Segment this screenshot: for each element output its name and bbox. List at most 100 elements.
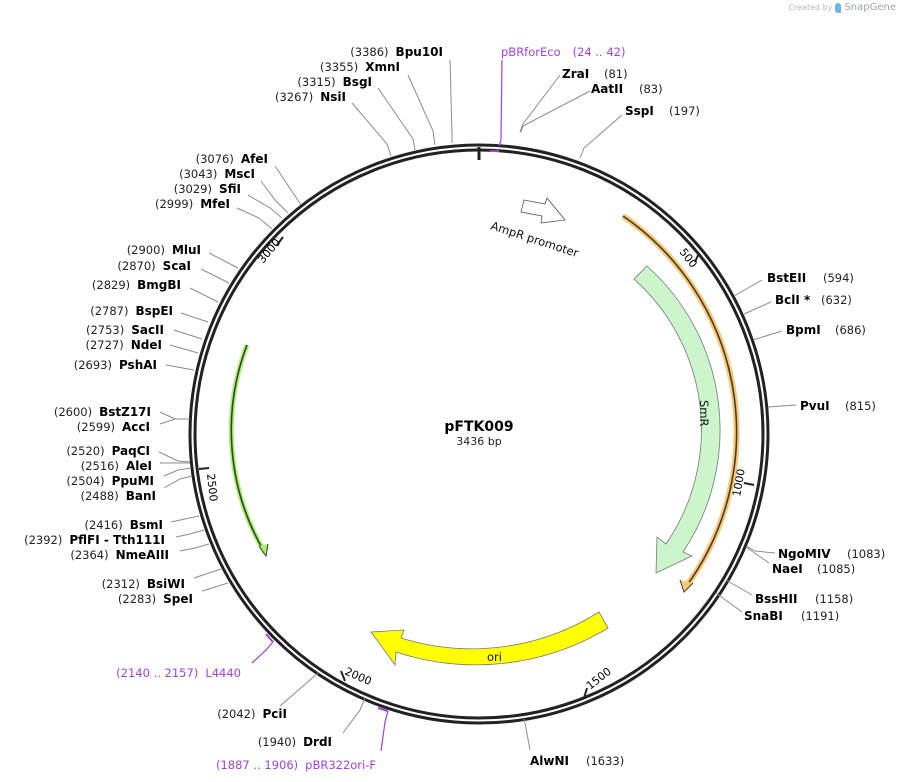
svg-text:(2600)BstZ17I: (2600)BstZ17I — [54, 405, 151, 419]
enzyme-bsiwi[interactable]: (2312)BsiWI — [102, 568, 222, 591]
enzyme-bsgi[interactable]: (3315)BsgI — [297, 75, 416, 151]
enzyme-msci[interactable]: (3043)MscI — [179, 167, 289, 214]
svg-text:BpmI: BpmI — [786, 323, 821, 337]
primer-l4440[interactable]: (2140 .. 2157)L4440 — [116, 633, 274, 680]
svg-text:AlwNI: AlwNI — [530, 754, 569, 768]
svg-text:(81): (81) — [604, 67, 628, 81]
ampr-promoter-label: AmpR promoter — [489, 219, 580, 261]
enzyme-xmni[interactable]: (3355)XmnI — [320, 60, 436, 146]
plasmid-name: pFTK009 — [444, 419, 513, 435]
enzyme-bmgbi[interactable]: (2829)BmgBI — [92, 278, 219, 303]
svg-text:(2599)AccI: (2599)AccI — [77, 420, 150, 434]
enzyme-ppumi[interactable]: (2504)PpuMI — [66, 467, 192, 488]
feature-ampr-promoter[interactable]: AmpR promoter — [489, 197, 581, 261]
enzyme-bsshii[interactable]: BssHII (1158) — [725, 579, 853, 606]
svg-text:(2727)NdeI: (2727)NdeI — [86, 338, 163, 352]
enzyme-alei[interactable]: (2516)AleI — [81, 459, 190, 473]
enzyme-bsmi[interactable]: (2416)BsmI — [84, 515, 200, 532]
enzyme-mfei[interactable]: (2999)MfeI — [155, 197, 273, 230]
feature-green-arc[interactable] — [228, 344, 269, 558]
enzyme-bspei[interactable]: (2787)BspEI — [90, 304, 209, 323]
svg-text:(2870)ScaI: (2870)ScaI — [117, 259, 191, 273]
tick-3000: 3000 — [255, 236, 284, 266]
snapgene-logo-icon — [835, 2, 842, 13]
enzyme-bcli[interactable]: BclI * (632) — [743, 293, 852, 315]
svg-text:(3386)Bpu10I: (3386)Bpu10I — [350, 45, 443, 59]
svg-text:(1085): (1085) — [817, 562, 855, 576]
feature-smr[interactable]: SmR — [633, 265, 721, 574]
enzyme-acci[interactable]: (2599)AccI — [77, 418, 190, 434]
svg-text:(2042)PciI: (2042)PciI — [217, 707, 287, 721]
svg-text:(3043)MscI: (3043)MscI — [179, 167, 255, 181]
enzyme-zrai[interactable]: ZraI (81) — [519, 67, 628, 133]
svg-text:AatII: AatII — [591, 82, 623, 96]
enzyme-bstz17i[interactable]: (2600)BstZ17I — [54, 405, 190, 420]
svg-text:(1940)DrdI: (1940)DrdI — [258, 735, 332, 749]
credit-brand: SnapGene — [844, 2, 896, 13]
plasmid-length: 3436 bp — [456, 435, 501, 448]
enzyme-drdi[interactable]: (1940)DrdI — [258, 697, 366, 749]
enzyme-pflfi-tth111i[interactable]: (2392)PflFI - Tth111I — [24, 529, 205, 547]
svg-text:(1633): (1633) — [586, 754, 624, 768]
svg-text:(2504)PpuMI: (2504)PpuMI — [66, 474, 154, 488]
svg-text:NaeI: NaeI — [772, 562, 803, 576]
svg-text:(3076)AfeI: (3076)AfeI — [196, 152, 268, 166]
feature-ori[interactable]: ori — [370, 611, 609, 667]
enzyme-bpmi[interactable]: BpmI (686) — [752, 323, 866, 341]
svg-text:PvuI: PvuI — [800, 399, 830, 413]
enzyme-snabi[interactable]: SnaBI (1191) — [715, 592, 839, 623]
enzyme-bani[interactable]: (2488)BanI — [80, 475, 193, 503]
svg-text:(2364)NmeAIII: (2364)NmeAIII — [70, 548, 169, 562]
svg-text:(2283)SpeI: (2283)SpeI — [118, 592, 193, 606]
svg-text:(686): (686) — [835, 323, 866, 337]
enzyme-sacii[interactable]: (2753)SacII — [86, 323, 203, 340]
svg-text:2500: 2500 — [204, 473, 220, 502]
enzyme-ngomiv[interactable]: NgoMIV (1083) — [745, 545, 885, 561]
svg-text:pBRforEco(24 .. 42): pBRforEco(24 .. 42) — [501, 45, 626, 59]
enzyme-spei[interactable]: (2283)SpeI — [118, 582, 229, 606]
enzyme-sspi[interactable]: SspI (197) — [579, 104, 700, 159]
enzyme-paqci[interactable]: (2520)PaqCI — [66, 444, 191, 463]
enzyme-mlui[interactable]: (2900)MluI — [127, 243, 239, 269]
svg-text:(2516)AleI: (2516)AleI — [81, 459, 152, 473]
enzyme-nmeaiii[interactable]: (2364)NmeAIII — [70, 543, 210, 562]
snapgene-credit: Created by SnapGene — [788, 2, 896, 13]
enzyme-alwni[interactable]: AlwNI (1633) — [523, 718, 624, 768]
svg-text:(3355)XmnI: (3355)XmnI — [320, 60, 400, 74]
svg-text:(2787)BspEI: (2787)BspEI — [90, 304, 173, 318]
credit-prefix: Created by — [788, 3, 833, 12]
enzyme-scai[interactable]: (2870)ScaI — [117, 259, 230, 284]
svg-text:(2829)BmgBI: (2829)BmgBI — [92, 278, 181, 292]
enzyme-pcii[interactable]: (2042)PciI — [217, 672, 319, 721]
enzyme-ndei[interactable]: (2727)NdeI — [86, 338, 199, 354]
svg-text:1500: 1500 — [584, 665, 614, 692]
enzyme-pshai[interactable]: (2693)PshAI — [74, 358, 195, 372]
ori-label: ori — [487, 650, 502, 664]
svg-text:(1887 .. 1906)pBR322ori-F: (1887 .. 1906)pBR322ori-F — [216, 758, 376, 772]
feature-orange-arc[interactable] — [621, 213, 740, 593]
svg-text:(2900)MluI: (2900)MluI — [127, 243, 201, 257]
svg-text:(3315)BsgI: (3315)BsgI — [297, 75, 372, 89]
primer-pbrforeco[interactable]: pBRforEco(24 .. 42) — [490, 45, 626, 152]
svg-text:(3267)NsiI: (3267)NsiI — [275, 90, 346, 104]
enzyme-aatii[interactable]: AatII (83) — [520, 82, 663, 133]
enzyme-nsii[interactable]: (3267)NsiI — [275, 90, 392, 157]
enzyme-bsteii[interactable]: BstEII (594) — [733, 271, 854, 297]
enzyme-bpu10i[interactable]: (3386)Bpu10I — [350, 45, 453, 143]
enzyme-afei[interactable]: (3076)AfeI — [196, 152, 302, 206]
svg-text:BclI *: BclI * — [775, 293, 811, 307]
svg-text:(2312)BsiWI: (2312)BsiWI — [102, 577, 185, 591]
enzyme-naei[interactable]: NaeI (1085) — [745, 546, 855, 576]
primer-pbr322ori-f[interactable]: (1887 .. 1906)pBR322ori-F — [216, 707, 389, 772]
svg-text:(1083): (1083) — [847, 547, 885, 561]
svg-text:(2140 .. 2157)L4440: (2140 .. 2157)L4440 — [116, 666, 241, 680]
svg-text:NgoMIV: NgoMIV — [778, 547, 831, 561]
svg-text:(2488)BanI: (2488)BanI — [80, 489, 156, 503]
svg-text:(3029)SfiI: (3029)SfiI — [174, 182, 241, 196]
svg-text:(2416)BsmI: (2416)BsmI — [84, 518, 163, 532]
enzyme-sfii[interactable]: (3029)SfiI — [174, 182, 283, 219]
enzyme-pvui[interactable]: PvuI (815) — [767, 399, 876, 413]
svg-text:SspI: SspI — [625, 104, 654, 118]
svg-text:(1158): (1158) — [815, 592, 853, 606]
